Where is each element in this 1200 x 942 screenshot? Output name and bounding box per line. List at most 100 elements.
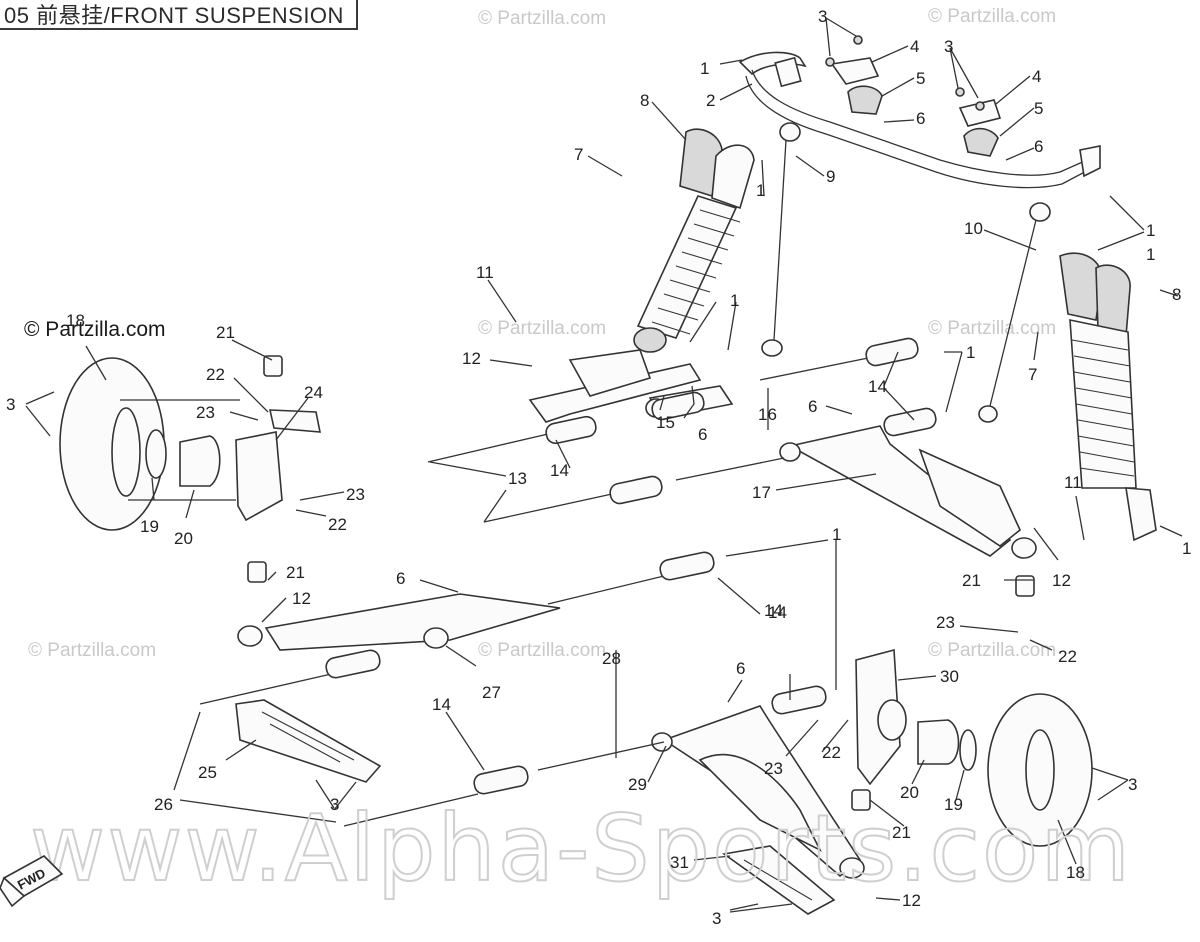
callout: 1 — [756, 181, 765, 200]
callout: 14 — [764, 601, 783, 620]
lower-a-arm-left — [237, 593, 561, 651]
callout: 19 — [140, 517, 159, 536]
callout: 12 — [462, 349, 481, 368]
shock-absorber-left — [633, 128, 755, 353]
callout: 23 — [196, 403, 215, 422]
callout: 14 — [550, 461, 569, 480]
stabilizer-link-10 — [978, 202, 1051, 423]
callout: 28 — [602, 649, 621, 668]
callout: 23 — [764, 759, 783, 778]
watermark-partzilla: © Partzilla.com — [478, 640, 607, 661]
stabilizer-link-9 — [761, 122, 801, 357]
callout: 1 — [1146, 221, 1155, 240]
callout: 12 — [1052, 571, 1071, 590]
callout: 11 — [1064, 473, 1082, 492]
callout: 27 — [482, 683, 501, 702]
callout: 26 — [154, 795, 173, 814]
callout: 12 — [902, 891, 921, 910]
callout: 22 — [206, 365, 225, 384]
callout: 14 — [868, 377, 887, 396]
watermark-partzilla: © Partzilla.com — [28, 640, 157, 661]
callout: 9 — [826, 167, 835, 186]
callout: 6 — [736, 659, 745, 678]
callout: 1 — [700, 59, 709, 78]
diagram-title-box: 05 前悬挂/FRONT SUSPENSION — [0, 0, 358, 30]
skid-plate-left — [235, 699, 382, 783]
callout: 14 — [768, 603, 787, 622]
callout: 2 — [706, 91, 715, 110]
callout: 7 — [574, 145, 583, 164]
callout: 24 — [304, 383, 323, 402]
callout: 6 — [396, 569, 405, 588]
callout: 3 — [944, 37, 953, 56]
callout: 6 — [916, 109, 925, 128]
callout: 21 — [286, 563, 305, 582]
diagram-title: 05 前悬挂/FRONT SUSPENSION — [4, 3, 344, 28]
callout: 23 — [346, 485, 365, 504]
bar-clamp-right — [955, 87, 1002, 157]
callout: 31 — [670, 853, 689, 872]
callout: 1 — [832, 525, 841, 544]
callout: 16 — [758, 405, 777, 424]
callout: 21 — [216, 323, 235, 342]
callout: 4 — [1032, 67, 1041, 86]
brake-disc-left — [59, 357, 240, 531]
callout: 1 — [730, 291, 739, 310]
upper-a-arm-left — [528, 349, 734, 423]
callout: 14 — [432, 695, 451, 714]
callout: 18 — [1066, 863, 1085, 882]
callout: 8 — [640, 91, 649, 110]
bar-clamp-left — [825, 35, 883, 115]
callout: 17 — [752, 483, 771, 502]
callout: 5 — [1034, 99, 1043, 118]
callout: 1 — [1146, 245, 1155, 264]
watermark-partzilla: © Partzilla.com — [928, 318, 1057, 339]
watermark-partzilla: © Partzilla.com — [928, 640, 1057, 661]
callout: 10 — [964, 219, 983, 238]
callout: 11 — [476, 263, 494, 282]
upper-a-arm-right — [779, 425, 1037, 559]
callout: 23 — [936, 613, 955, 632]
forward-indicator: FWD — [0, 855, 64, 908]
callout: 3 — [1128, 775, 1137, 794]
stabilizer-bar — [738, 51, 1101, 189]
callout: 6 — [808, 397, 817, 416]
callout: 15 — [656, 413, 675, 432]
callout: 3 — [6, 395, 15, 414]
shock-absorber-right — [1059, 252, 1157, 542]
watermark-partzilla: © Partzilla.com — [478, 8, 607, 29]
callout: 8 — [1172, 285, 1181, 304]
leader-lines — [25, 17, 1183, 913]
callout: 13 — [508, 469, 527, 488]
bushings — [325, 337, 937, 795]
watermark-alpha-sports: www.Alpha-Sports.com — [30, 795, 1132, 902]
callout: 21 — [892, 823, 911, 842]
hub-spacer-left — [145, 409, 321, 522]
callout: 3 — [330, 795, 339, 814]
callout: 25 — [198, 763, 217, 782]
callout: 4 — [910, 37, 919, 56]
watermark-partzilla: © Partzilla.com — [478, 318, 607, 339]
callout: 20 — [174, 529, 193, 548]
callout: 22 — [822, 743, 841, 762]
watermark-partzilla: © Partzilla.com — [928, 6, 1057, 27]
callout: 29 — [628, 775, 647, 794]
callout: 3 — [818, 7, 827, 26]
callout: 1 — [1182, 539, 1191, 558]
callout: 18 — [66, 311, 85, 330]
callout: 19 — [944, 795, 963, 814]
ball-joints — [247, 355, 1035, 811]
callout: 21 — [962, 571, 981, 590]
brake-disc-right — [855, 648, 1093, 847]
callout: 5 — [916, 69, 925, 88]
callout: 22 — [328, 515, 347, 534]
callout: 12 — [292, 589, 311, 608]
callout: 20 — [900, 783, 919, 802]
callout: 22 — [1058, 647, 1077, 666]
skid-plate-right — [721, 845, 836, 915]
callout: 6 — [1034, 137, 1043, 156]
callout: 3 — [712, 909, 721, 928]
callout-labels: 1 2 3 4 5 6 3 4 5 6 8 7 1 9 1 10 1 8 11 … — [6, 7, 1191, 928]
